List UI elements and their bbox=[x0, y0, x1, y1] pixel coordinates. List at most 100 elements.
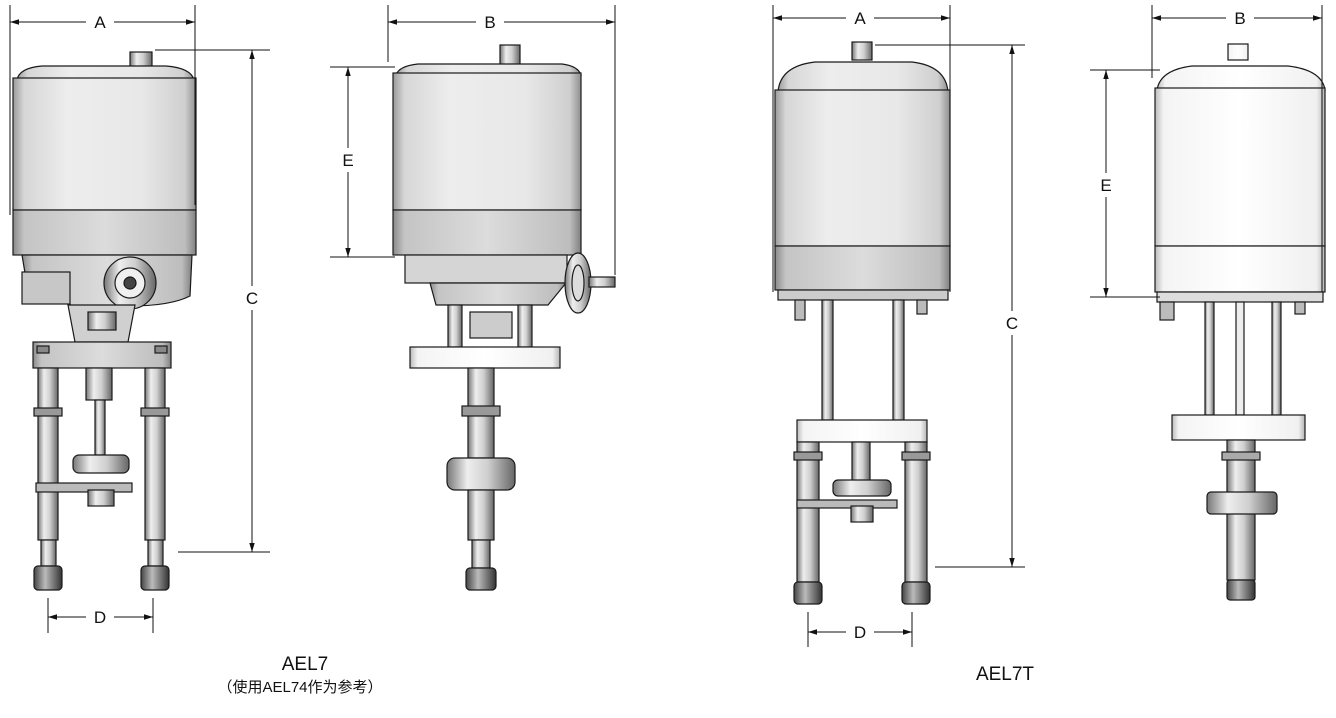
foot bbox=[471, 539, 491, 569]
dimension-label: B bbox=[1234, 9, 1245, 28]
leg-left bbox=[796, 441, 820, 583]
dimension-e: E bbox=[1090, 69, 1160, 298]
tab-right bbox=[1294, 301, 1306, 315]
housing-band bbox=[1154, 245, 1326, 293]
lower-block bbox=[850, 505, 874, 523]
actuator-drawing bbox=[12, 51, 197, 591]
nut-right bbox=[901, 581, 931, 605]
ael7t-side-view: B E bbox=[1090, 5, 1326, 601]
nut-right bbox=[140, 565, 170, 591]
dimension-a: A bbox=[9, 5, 196, 215]
valve-bracket bbox=[1206, 491, 1278, 515]
dimension-label: E bbox=[342, 151, 353, 170]
ael7t-front-view: A C D bbox=[772, 5, 1025, 647]
top-knob bbox=[499, 44, 521, 66]
ael7-side-view: B E bbox=[330, 5, 616, 591]
leg-right bbox=[144, 367, 166, 541]
top-cap bbox=[395, 63, 582, 76]
mounting-plate bbox=[1171, 414, 1306, 441]
stem-lower bbox=[467, 489, 495, 541]
drive-shaft bbox=[588, 276, 616, 288]
lower-bracket bbox=[35, 482, 133, 493]
handwheel-inner bbox=[571, 264, 585, 302]
dimension-d: D bbox=[807, 612, 913, 647]
dimension-b: B bbox=[387, 5, 616, 275]
tab-right bbox=[916, 299, 928, 315]
coupling bbox=[469, 311, 513, 339]
dimension-label: A bbox=[854, 9, 866, 28]
leg-clamp-left bbox=[793, 451, 823, 461]
coupling bbox=[87, 311, 117, 331]
dimension-label: E bbox=[1100, 176, 1111, 195]
column-left bbox=[1204, 301, 1215, 416]
caption-ael7t: AEL7T bbox=[976, 664, 1034, 685]
dimension-b: B bbox=[1151, 5, 1323, 292]
leg-clamp-right bbox=[901, 451, 931, 461]
dimension-e: E bbox=[330, 66, 395, 258]
dimension-label: D bbox=[854, 623, 866, 642]
gearbox-block bbox=[21, 271, 71, 305]
housing bbox=[12, 77, 197, 211]
caption-ael7: AEL7 bbox=[282, 654, 328, 675]
flange-plate bbox=[32, 341, 172, 369]
foot-left bbox=[40, 539, 57, 567]
nut-left bbox=[793, 581, 823, 605]
housing bbox=[1154, 87, 1326, 247]
dimension-label: B bbox=[484, 13, 495, 32]
top-cap bbox=[777, 61, 949, 93]
leg-left bbox=[37, 367, 59, 541]
actuator-drawing bbox=[1154, 43, 1326, 601]
column-right bbox=[1271, 301, 1282, 416]
pillar-right bbox=[892, 299, 905, 421]
foot-right bbox=[147, 539, 164, 567]
dimension-c: C bbox=[155, 49, 270, 553]
dimension-c: C bbox=[875, 44, 1025, 568]
nut bbox=[1226, 579, 1256, 601]
top-cap bbox=[16, 65, 195, 81]
leg-right bbox=[904, 441, 928, 583]
stem-disk bbox=[832, 479, 892, 497]
actuator-drawing bbox=[774, 41, 951, 605]
handwheel-hub bbox=[123, 276, 137, 290]
base-plate bbox=[1156, 291, 1324, 303]
tab-left bbox=[1159, 301, 1175, 321]
bolt-left bbox=[36, 345, 50, 354]
mechanism bbox=[404, 254, 568, 284]
stem-upper bbox=[85, 367, 113, 401]
stem-rod bbox=[851, 441, 871, 483]
housing-band bbox=[774, 245, 951, 291]
stem-disk bbox=[72, 454, 130, 474]
center-rod bbox=[1235, 301, 1245, 416]
dimension-label: C bbox=[246, 289, 258, 308]
stem-clamp bbox=[1221, 451, 1261, 461]
housing bbox=[774, 89, 951, 247]
caption-ael7-note: （使用AEL74作为参考） bbox=[217, 679, 382, 696]
leg-clamp-right bbox=[140, 407, 170, 417]
ael7-front-view: A C D bbox=[9, 5, 270, 633]
strut-right bbox=[517, 304, 533, 348]
top-knob bbox=[851, 41, 873, 61]
bolt-right bbox=[154, 345, 168, 354]
stem-clamp bbox=[461, 405, 501, 417]
dimension-d: D bbox=[47, 598, 154, 633]
gearbox bbox=[429, 282, 568, 306]
housing bbox=[392, 72, 582, 211]
stem-rod bbox=[94, 399, 106, 456]
top-cap bbox=[1156, 65, 1326, 91]
actuator-drawing bbox=[392, 44, 616, 591]
nut-left bbox=[33, 565, 63, 591]
lower-block bbox=[87, 489, 115, 507]
valve-body bbox=[446, 457, 516, 491]
dimension-label: D bbox=[94, 608, 106, 627]
leg-clamp-left bbox=[33, 407, 63, 417]
flange-plate bbox=[409, 346, 561, 369]
housing-band bbox=[12, 209, 197, 256]
strut-left bbox=[447, 304, 463, 348]
housing-band bbox=[392, 209, 582, 256]
lower-bracket bbox=[796, 499, 898, 509]
mounting-plate bbox=[796, 419, 928, 443]
base-plate bbox=[777, 289, 949, 301]
nut bbox=[465, 567, 497, 591]
top-knob bbox=[1227, 43, 1249, 61]
